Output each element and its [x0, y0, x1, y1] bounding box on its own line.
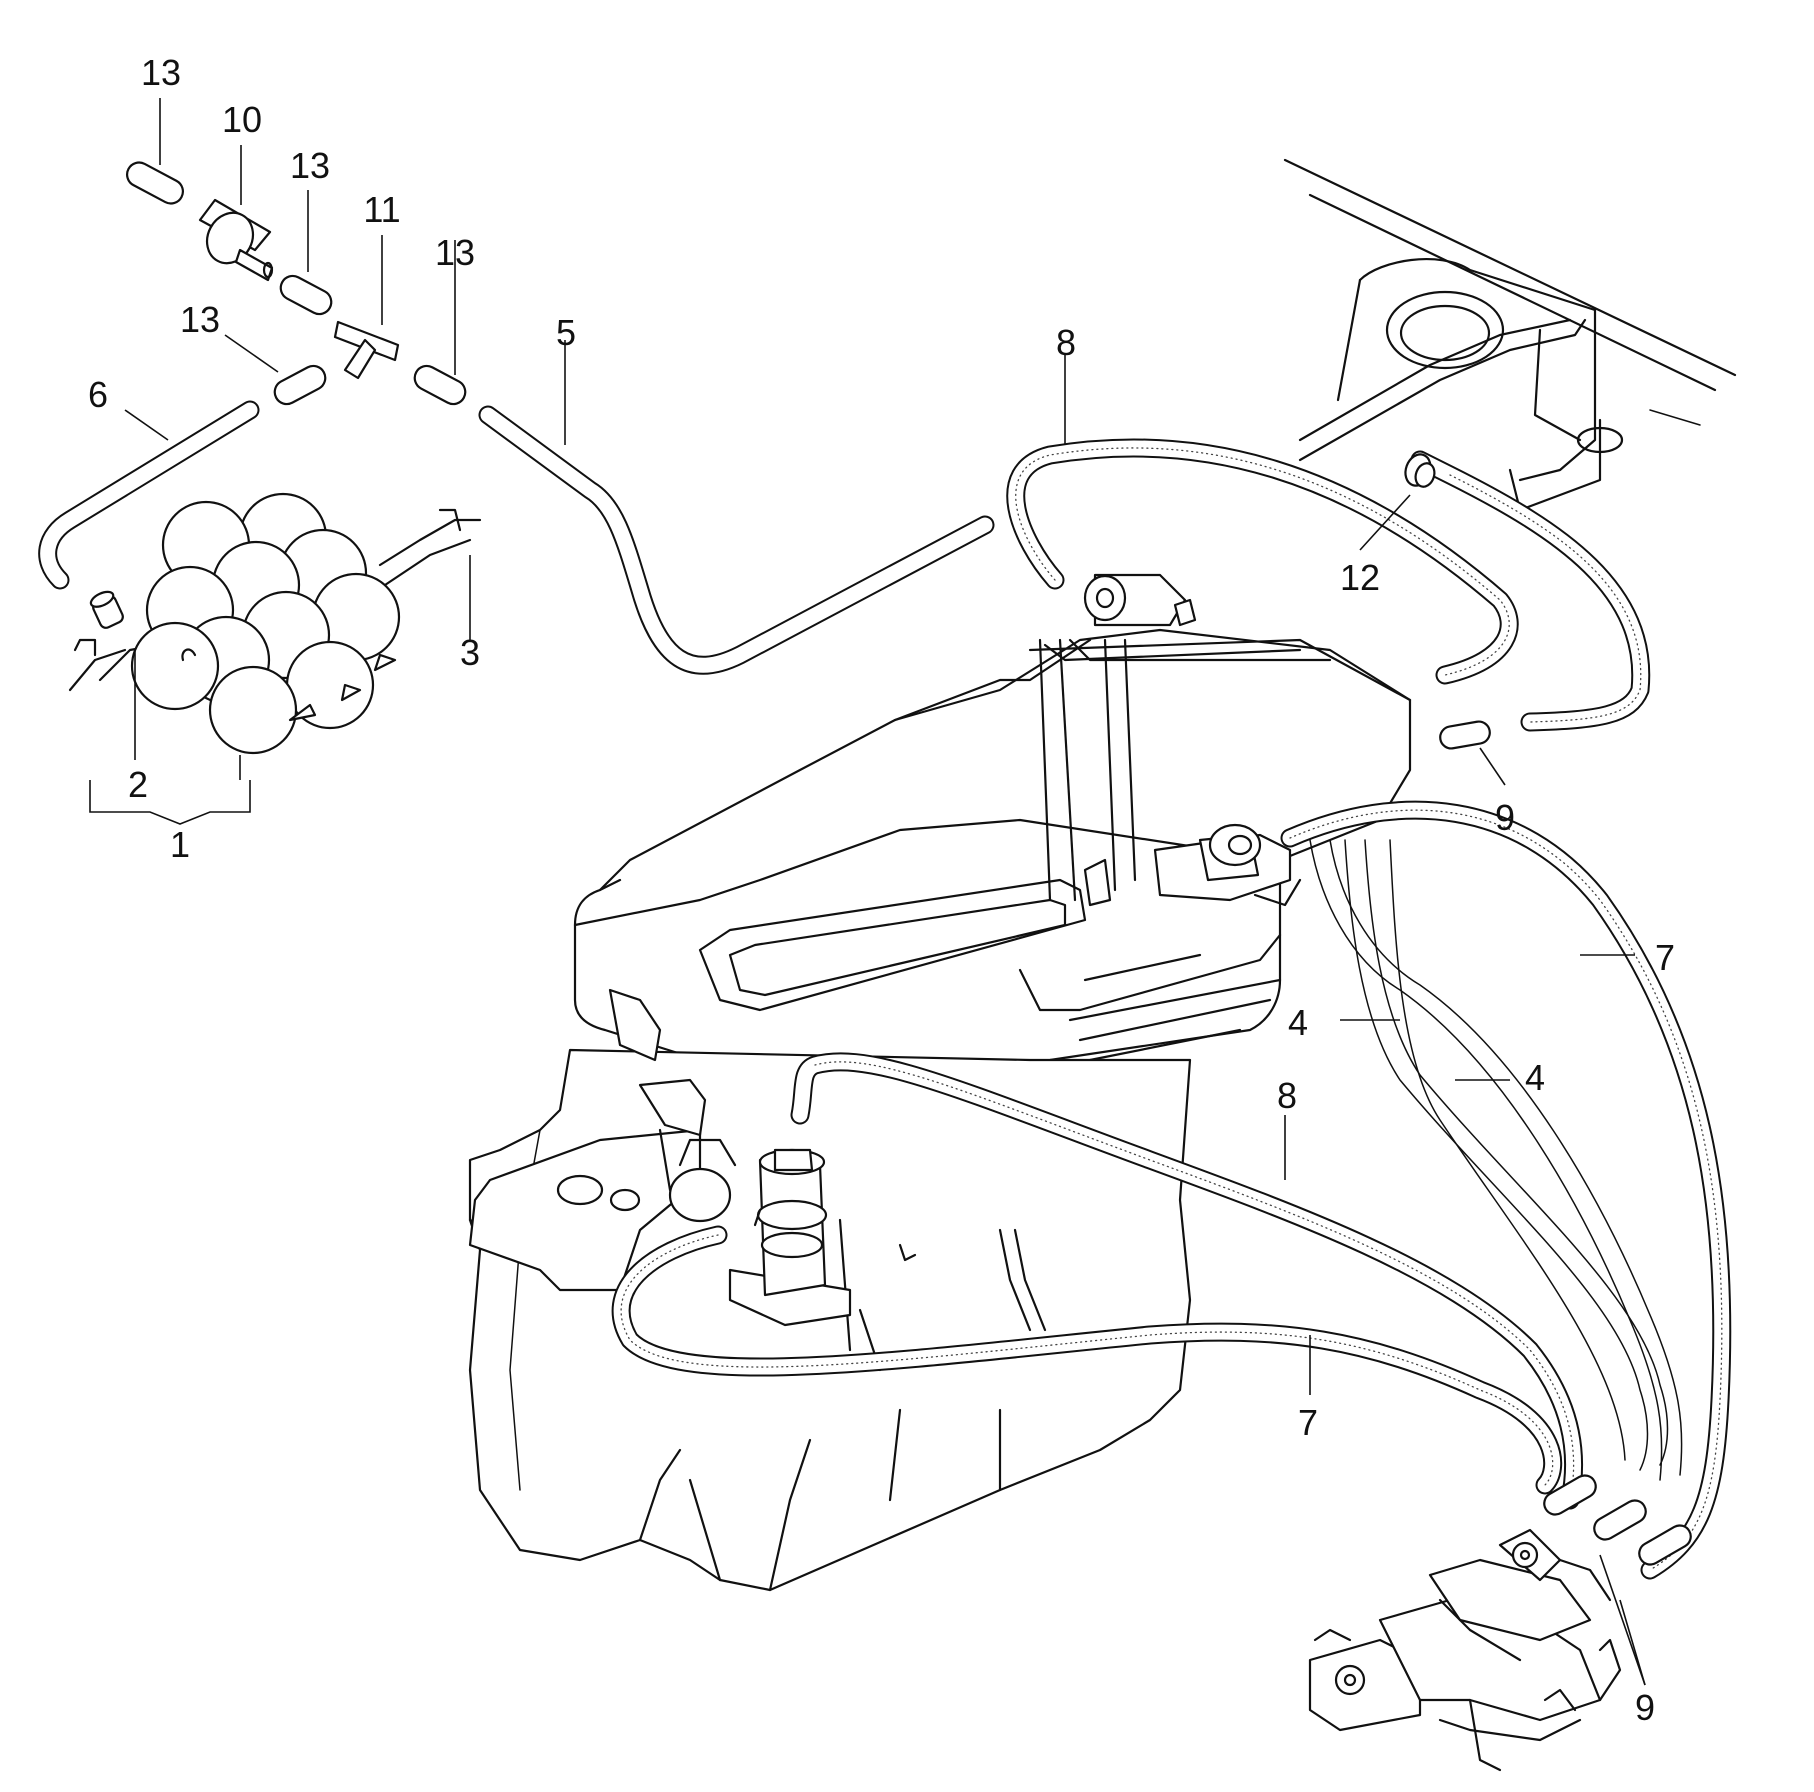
top-connector — [1083, 573, 1197, 627]
callout-13-top: 13 — [141, 52, 181, 93]
callout-5: 5 — [556, 312, 576, 353]
callout-9-upper: 9 — [1495, 797, 1515, 838]
callout-9-lower: 9 — [1635, 1687, 1655, 1728]
canister-valve — [1153, 823, 1292, 902]
hoses-4 — [1309, 839, 1683, 1481]
callout-13-left: 13 — [180, 299, 220, 340]
hose-5 — [478, 405, 995, 675]
callout-7-lower: 7 — [1298, 1402, 1318, 1443]
callout-12: 12 — [1340, 557, 1380, 598]
callout-4-left: 4 — [1288, 1002, 1308, 1043]
hose-piece-13-c — [273, 364, 327, 406]
hose-sections-9 — [1439, 720, 1692, 1566]
hose-7-lower — [611, 1225, 1563, 1495]
washer-nozzle-assembly — [1308, 1528, 1622, 1772]
callout-11: 11 — [363, 189, 400, 230]
callout-4-right: 4 — [1525, 1057, 1545, 1098]
callout-7-right: 7 — [1655, 937, 1675, 978]
hose-piece-13-top — [126, 161, 184, 205]
hose-12-line — [1410, 450, 1651, 732]
body-floor-panel — [1283, 158, 1737, 512]
hose-7-right — [1280, 800, 1732, 1580]
callout-8-lower: 8 — [1277, 1075, 1297, 1116]
callout-13-second: 13 — [290, 145, 330, 186]
hose-8-lower — [790, 1052, 1584, 1510]
t-connector-11 — [333, 320, 400, 380]
callout-13-right: 13 — [435, 232, 475, 273]
callout-10: 10 — [222, 99, 262, 140]
hose-8-upper — [1006, 438, 1519, 685]
callout-8-upper: 8 — [1056, 322, 1076, 363]
leader-lines — [89, 98, 1646, 1686]
nozzle-assembly-1 — [68, 492, 482, 755]
reservoir-tank — [468, 628, 1412, 1592]
hose-piece-13-b — [279, 274, 333, 316]
check-valve-10 — [198, 198, 274, 282]
callout-1: 1 — [170, 824, 190, 865]
callout-3: 3 — [460, 632, 480, 673]
hose-6 — [38, 400, 260, 590]
hose-piece-13-d — [413, 364, 467, 406]
callout-2: 2 — [128, 764, 148, 805]
callout-labels: 13 10 13 11 13 13 5 6 8 12 3 2 1 9 7 4 4… — [88, 52, 1675, 1728]
callout-6: 6 — [88, 374, 108, 415]
washer-pump — [728, 1148, 917, 1327]
grommet-12 — [1404, 453, 1436, 488]
